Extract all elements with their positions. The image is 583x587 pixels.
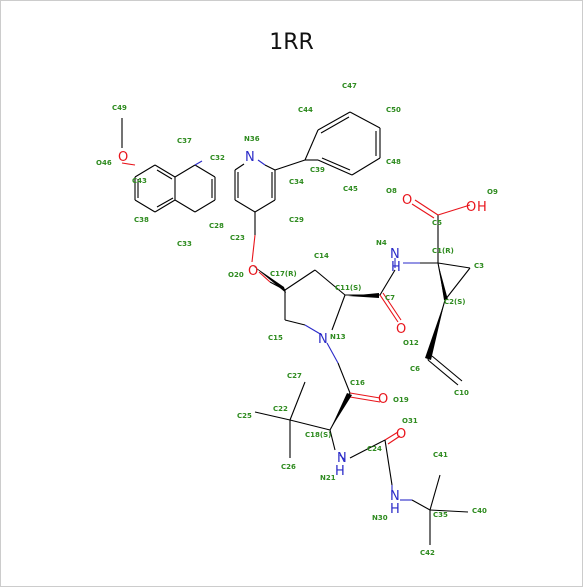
label-o31: O31 bbox=[402, 417, 418, 425]
label-n30: N30 bbox=[372, 514, 388, 522]
label-c47: C47 bbox=[342, 82, 357, 90]
label-c1r: C1(R) bbox=[432, 247, 454, 255]
label-c24: C24 bbox=[367, 445, 382, 453]
label-c35: C35 bbox=[433, 511, 448, 519]
label-c37: C37 bbox=[177, 137, 192, 145]
atom-n13: N bbox=[318, 332, 328, 347]
label-c50: C50 bbox=[386, 106, 401, 114]
label-c7: C7 bbox=[385, 294, 395, 302]
label-n13: N13 bbox=[330, 333, 346, 341]
atom-h21: H bbox=[335, 464, 345, 479]
atom-n36: N bbox=[245, 150, 255, 165]
label-c33: C33 bbox=[177, 240, 192, 248]
label-c48: C48 bbox=[386, 158, 401, 166]
label-c49: C49 bbox=[112, 104, 127, 112]
label-o20: O20 bbox=[228, 271, 244, 279]
label-c2s: C2(S) bbox=[444, 298, 465, 306]
label-c22: C22 bbox=[273, 405, 288, 413]
label-o19: O19 bbox=[393, 396, 409, 404]
label-c32: C32 bbox=[210, 154, 225, 162]
atom-o20: O bbox=[248, 264, 258, 279]
atom-o46: O bbox=[118, 150, 128, 165]
wedge-c17 bbox=[252, 265, 286, 293]
label-c26: C26 bbox=[281, 463, 296, 471]
atom-o31: O bbox=[396, 427, 406, 442]
label-c5: C5 bbox=[432, 219, 442, 227]
atom-h30: H bbox=[390, 502, 400, 517]
label-o8: O8 bbox=[386, 187, 397, 195]
label-c14: C14 bbox=[314, 252, 329, 260]
label-c15: C15 bbox=[268, 334, 283, 342]
label-c25: C25 bbox=[237, 412, 252, 420]
label-c43: C43 bbox=[132, 177, 147, 185]
label-c38: C38 bbox=[134, 216, 149, 224]
wedge-bonds bbox=[252, 263, 448, 430]
molecule-title: 1RR bbox=[269, 30, 314, 55]
wedge-c1 bbox=[438, 263, 448, 300]
label-c45: C45 bbox=[343, 185, 358, 193]
atom-o12: O bbox=[396, 322, 406, 337]
atom-o8: O bbox=[402, 193, 412, 208]
label-n4: N4 bbox=[376, 239, 387, 247]
label-o12: O12 bbox=[403, 339, 419, 347]
atom-n21: N bbox=[337, 451, 347, 466]
label-c41: C41 bbox=[433, 451, 448, 459]
label-c29: C29 bbox=[289, 216, 304, 224]
wedge-c11 bbox=[348, 293, 379, 298]
label-o9: O9 bbox=[487, 188, 498, 196]
label-c6: C6 bbox=[410, 365, 420, 373]
atom-n30: N bbox=[390, 489, 400, 504]
label-c39: C39 bbox=[310, 166, 325, 174]
label-c3: C3 bbox=[474, 262, 484, 270]
atom-labels: C49 C47 C44 C50 N36 C37 O46 C43 C32 C34 … bbox=[96, 82, 498, 557]
label-n21: N21 bbox=[320, 474, 336, 482]
bonds bbox=[121, 111, 471, 545]
label-c27: C27 bbox=[287, 372, 302, 380]
wedge-c2 bbox=[425, 300, 445, 360]
atom-o9: O bbox=[466, 200, 476, 215]
label-c28: C28 bbox=[209, 222, 224, 230]
wedge-c18 bbox=[330, 393, 352, 430]
label-c40: C40 bbox=[472, 507, 487, 515]
atom-o19: O bbox=[378, 392, 388, 407]
label-c42: C42 bbox=[420, 549, 435, 557]
label-o46: O46 bbox=[96, 159, 112, 167]
label-c44: C44 bbox=[298, 106, 313, 114]
label-c18s: C18(S) bbox=[305, 431, 331, 439]
label-c17r: C17(R) bbox=[270, 270, 297, 278]
heteroatoms: O N O N H O O H O N O N H O N H bbox=[118, 150, 487, 517]
label-c34: C34 bbox=[289, 178, 304, 186]
label-c23: C23 bbox=[230, 234, 245, 242]
label-n36: N36 bbox=[244, 135, 260, 143]
label-c11s: C11(S) bbox=[335, 284, 361, 292]
label-c10: C10 bbox=[454, 389, 469, 397]
atom-h4: H bbox=[391, 260, 401, 275]
atom-h9: H bbox=[477, 200, 487, 215]
atom-n4: N bbox=[390, 247, 400, 262]
label-c16: C16 bbox=[350, 379, 365, 387]
